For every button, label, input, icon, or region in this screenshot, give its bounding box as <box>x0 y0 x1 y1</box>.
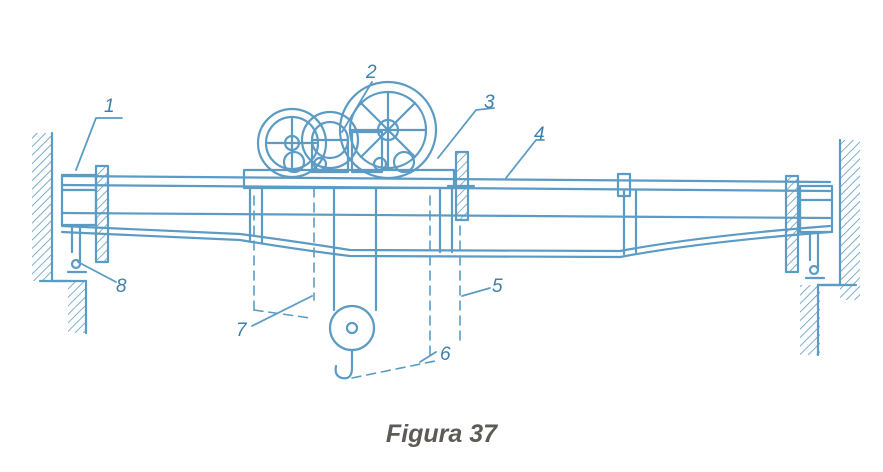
callout-7: 7 <box>236 320 248 341</box>
callout-8: 8 <box>116 276 127 297</box>
right-end-carriage <box>784 174 834 280</box>
callout-6: 6 <box>440 344 451 365</box>
brake-disc <box>446 150 476 222</box>
shaft-coupling <box>616 172 632 198</box>
figure-caption: Figura 37 <box>385 420 498 448</box>
hook-block <box>328 186 378 380</box>
trolley <box>242 80 456 190</box>
callout-3: 3 <box>484 92 495 113</box>
dashed-range-lines <box>253 187 461 379</box>
callout-4: 4 <box>534 124 545 145</box>
left-wall <box>32 131 88 335</box>
right-wall <box>800 138 860 357</box>
callout-5: 5 <box>492 276 503 297</box>
bridge-girder <box>60 185 832 259</box>
callout-2: 2 <box>365 62 377 83</box>
callout-1: 1 <box>104 96 115 117</box>
left-end-carriage <box>60 164 110 274</box>
leader-lines <box>75 81 545 363</box>
